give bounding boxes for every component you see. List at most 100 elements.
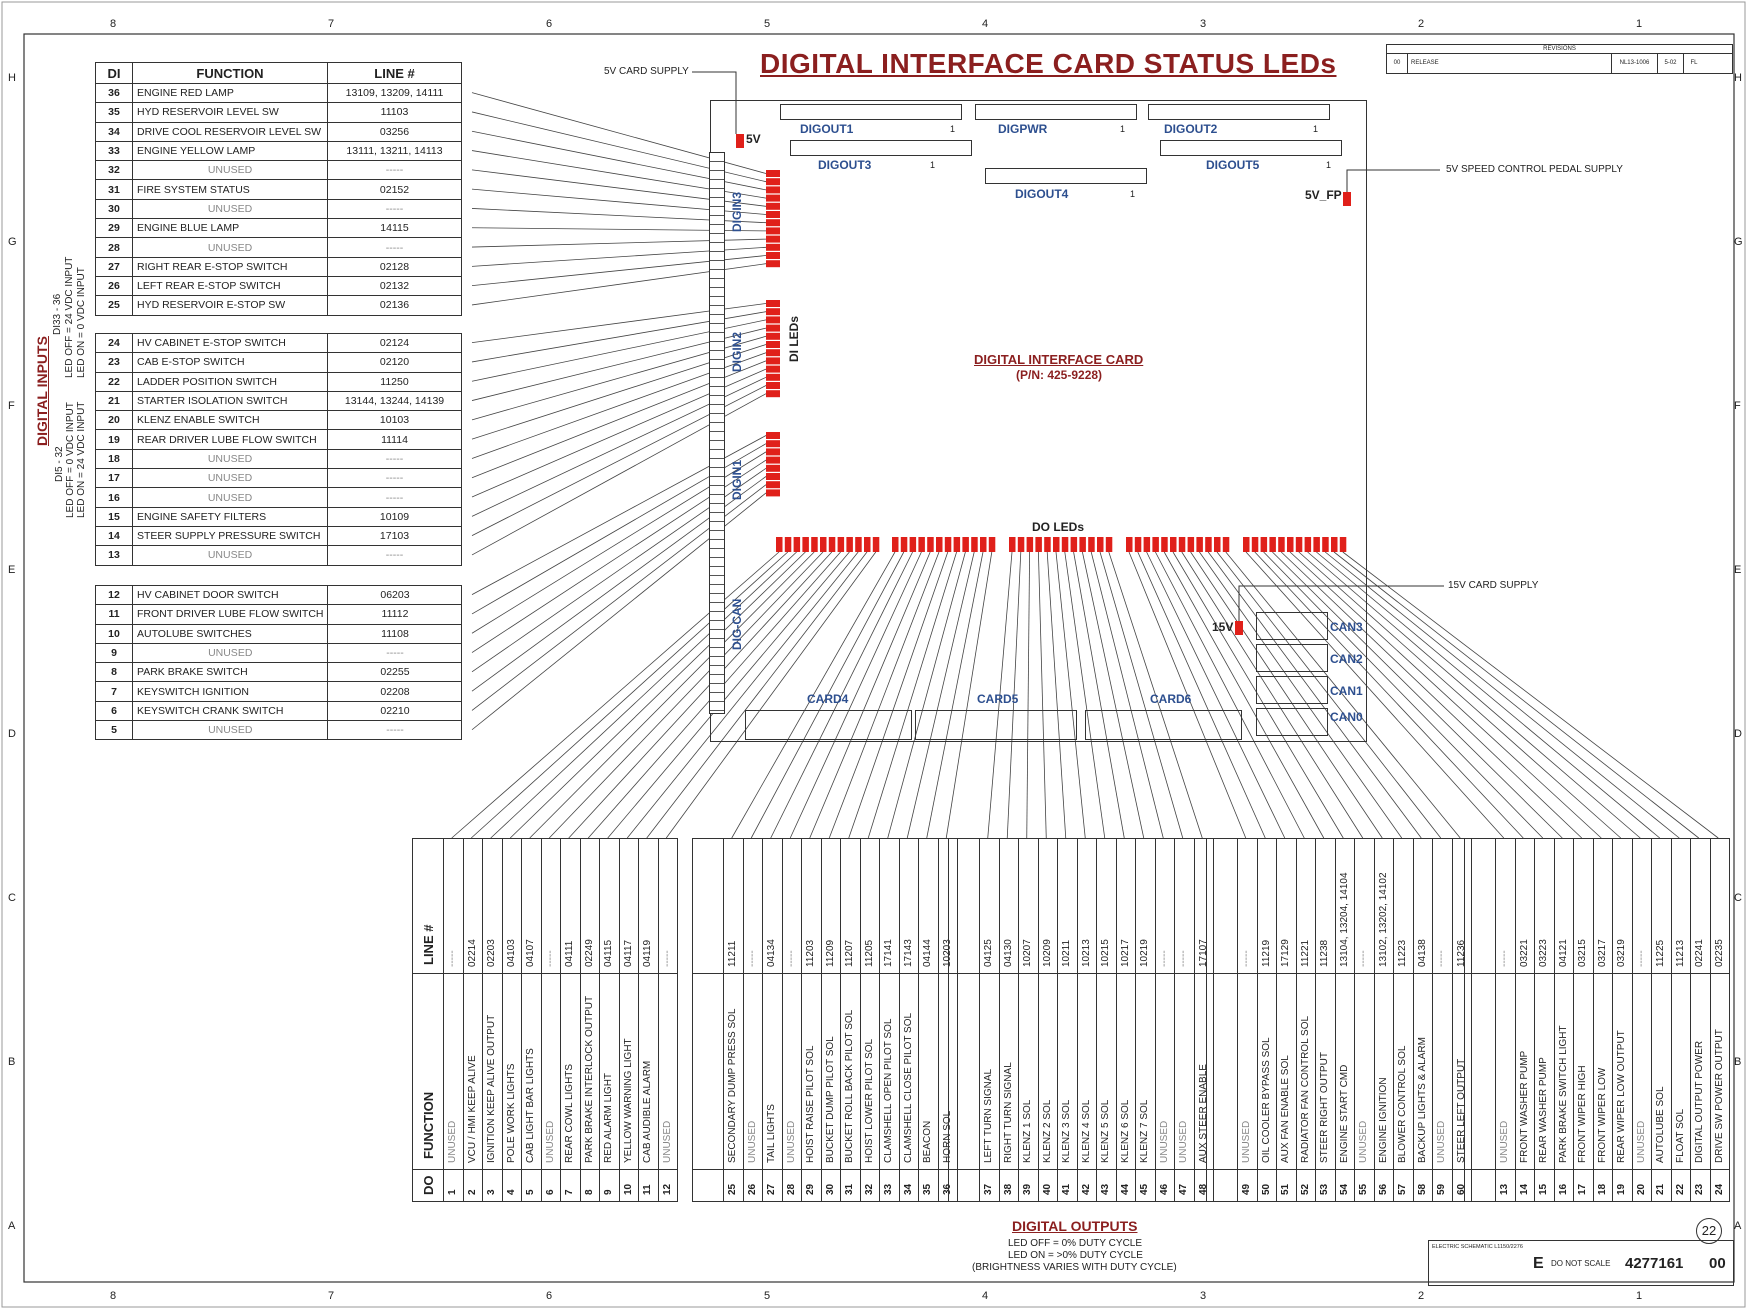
column-divider: [638, 839, 639, 1201]
di-function: KLENZ ENABLE SWITCH: [132, 410, 328, 431]
border-column-label: 7: [328, 1290, 335, 1302]
border-column-label: 5: [764, 1290, 771, 1302]
di-range-low: DI5 - 32: [54, 446, 65, 482]
border-column-label: 4: [982, 1290, 989, 1302]
do-function: CAB LIGHT BAR LIGHTS: [525, 1048, 536, 1163]
do-wire: [1099, 551, 1184, 839]
row-divider: [413, 973, 677, 974]
do-function: KLENZ 3 SOL: [1061, 1099, 1072, 1163]
do-number: 37: [983, 1183, 994, 1195]
5v-supply-leader: [692, 71, 737, 134]
do-number: 15: [1538, 1183, 1549, 1195]
do-line-number: 04107: [525, 939, 536, 967]
do-number: 25: [727, 1183, 738, 1195]
do-led: [1126, 537, 1133, 552]
column-divider: [1115, 839, 1117, 1201]
border-row-label: H: [8, 72, 16, 84]
column-divider: [859, 839, 861, 1201]
di-number: 15: [95, 506, 133, 527]
column-divider: [1295, 839, 1297, 1201]
di-line-number: -----: [327, 487, 462, 508]
di-header: DI: [95, 62, 133, 84]
can0-label: CAN0: [1330, 710, 1363, 724]
column-divider: [998, 839, 1000, 1201]
do-line-number: 13102, 13202, 14102: [1377, 872, 1389, 967]
di-function: HYD RESERVOIR E-STOP SW: [132, 295, 328, 316]
di-led: [766, 489, 780, 497]
digout5-label: DIGOUT5: [1206, 158, 1260, 172]
di-line-number: 02208: [327, 681, 463, 702]
digcan-label: DIG-CAN: [730, 598, 744, 650]
do-led: [793, 537, 801, 552]
do-led: [971, 537, 978, 552]
do-line-number: 04115: [603, 939, 614, 967]
column-divider: [1135, 839, 1136, 1201]
do-wire: [987, 551, 1013, 839]
do-number: 19: [1616, 1183, 1627, 1195]
do-led: [1079, 537, 1086, 552]
do-number: 42: [1080, 1183, 1092, 1195]
do-number: 4: [505, 1189, 517, 1195]
do-line-number: -----: [785, 950, 797, 967]
do-number: 3: [486, 1189, 497, 1195]
do-number: 30: [824, 1183, 836, 1195]
column-divider: [762, 839, 763, 1201]
do-number: 56: [1377, 1183, 1389, 1195]
column-divider: [560, 839, 561, 1201]
do-led: [988, 537, 996, 552]
di-function: REAR DRIVER LUBE FLOW SWITCH: [132, 429, 328, 450]
do-number: 26: [746, 1183, 758, 1195]
do-line-number: 11209: [824, 939, 836, 967]
revision-number: 00: [1387, 54, 1408, 73]
border-column-label: 3: [1200, 1290, 1207, 1302]
di-number: 9: [95, 642, 133, 664]
column-divider: [1495, 839, 1496, 1201]
digpwr-label: DIGPWR: [998, 122, 1048, 136]
do-function: HOIST LOWER PILOT SOL: [863, 1038, 875, 1163]
di-line-number: 13109, 13209, 14111: [327, 82, 462, 104]
di-number: 31: [95, 179, 133, 200]
column-divider: [1709, 839, 1711, 1201]
column-divider: [1690, 839, 1691, 1201]
column-divider: [1612, 839, 1613, 1201]
do-led: [1205, 537, 1212, 552]
can2-connector: [1256, 644, 1328, 672]
do-wire: [1006, 551, 1022, 839]
di-line-number: 02128: [327, 256, 462, 277]
do-line-number: 11207: [844, 939, 855, 967]
column-divider: [1393, 839, 1394, 1201]
column-divider: [1451, 839, 1453, 1201]
di-line-number: -----: [327, 642, 463, 664]
do-wire: [1073, 551, 1125, 839]
card4-label: CARD4: [807, 692, 849, 706]
column-divider: [1412, 839, 1414, 1201]
do-line-number: 04103: [505, 939, 517, 967]
di-led: [766, 382, 780, 389]
do-led: [1196, 537, 1203, 552]
column-divider: [1373, 839, 1375, 1201]
digout2-connector: [1148, 104, 1330, 120]
do-wire: [1207, 551, 1422, 839]
do-function: PARK BRAKE INTERLOCK OUTPUT: [583, 995, 595, 1163]
do-line-number: 11225: [1655, 939, 1666, 967]
do-function: UNUSED: [1358, 1120, 1369, 1163]
do-line-number: 04134: [766, 939, 777, 967]
do-led: [1152, 537, 1159, 552]
column-divider: [1651, 839, 1652, 1201]
di-function: HV CABINET DOOR SWITCH: [131, 584, 329, 606]
column-divider: [1256, 839, 1258, 1201]
digout4-connector: [985, 168, 1147, 184]
do-number: 33: [883, 1183, 894, 1195]
do-function: CLAMSHELL OPEN PILOT SOL: [883, 1018, 894, 1164]
di-leds-label: DI LEDs: [787, 315, 801, 362]
do-led: [784, 537, 792, 552]
